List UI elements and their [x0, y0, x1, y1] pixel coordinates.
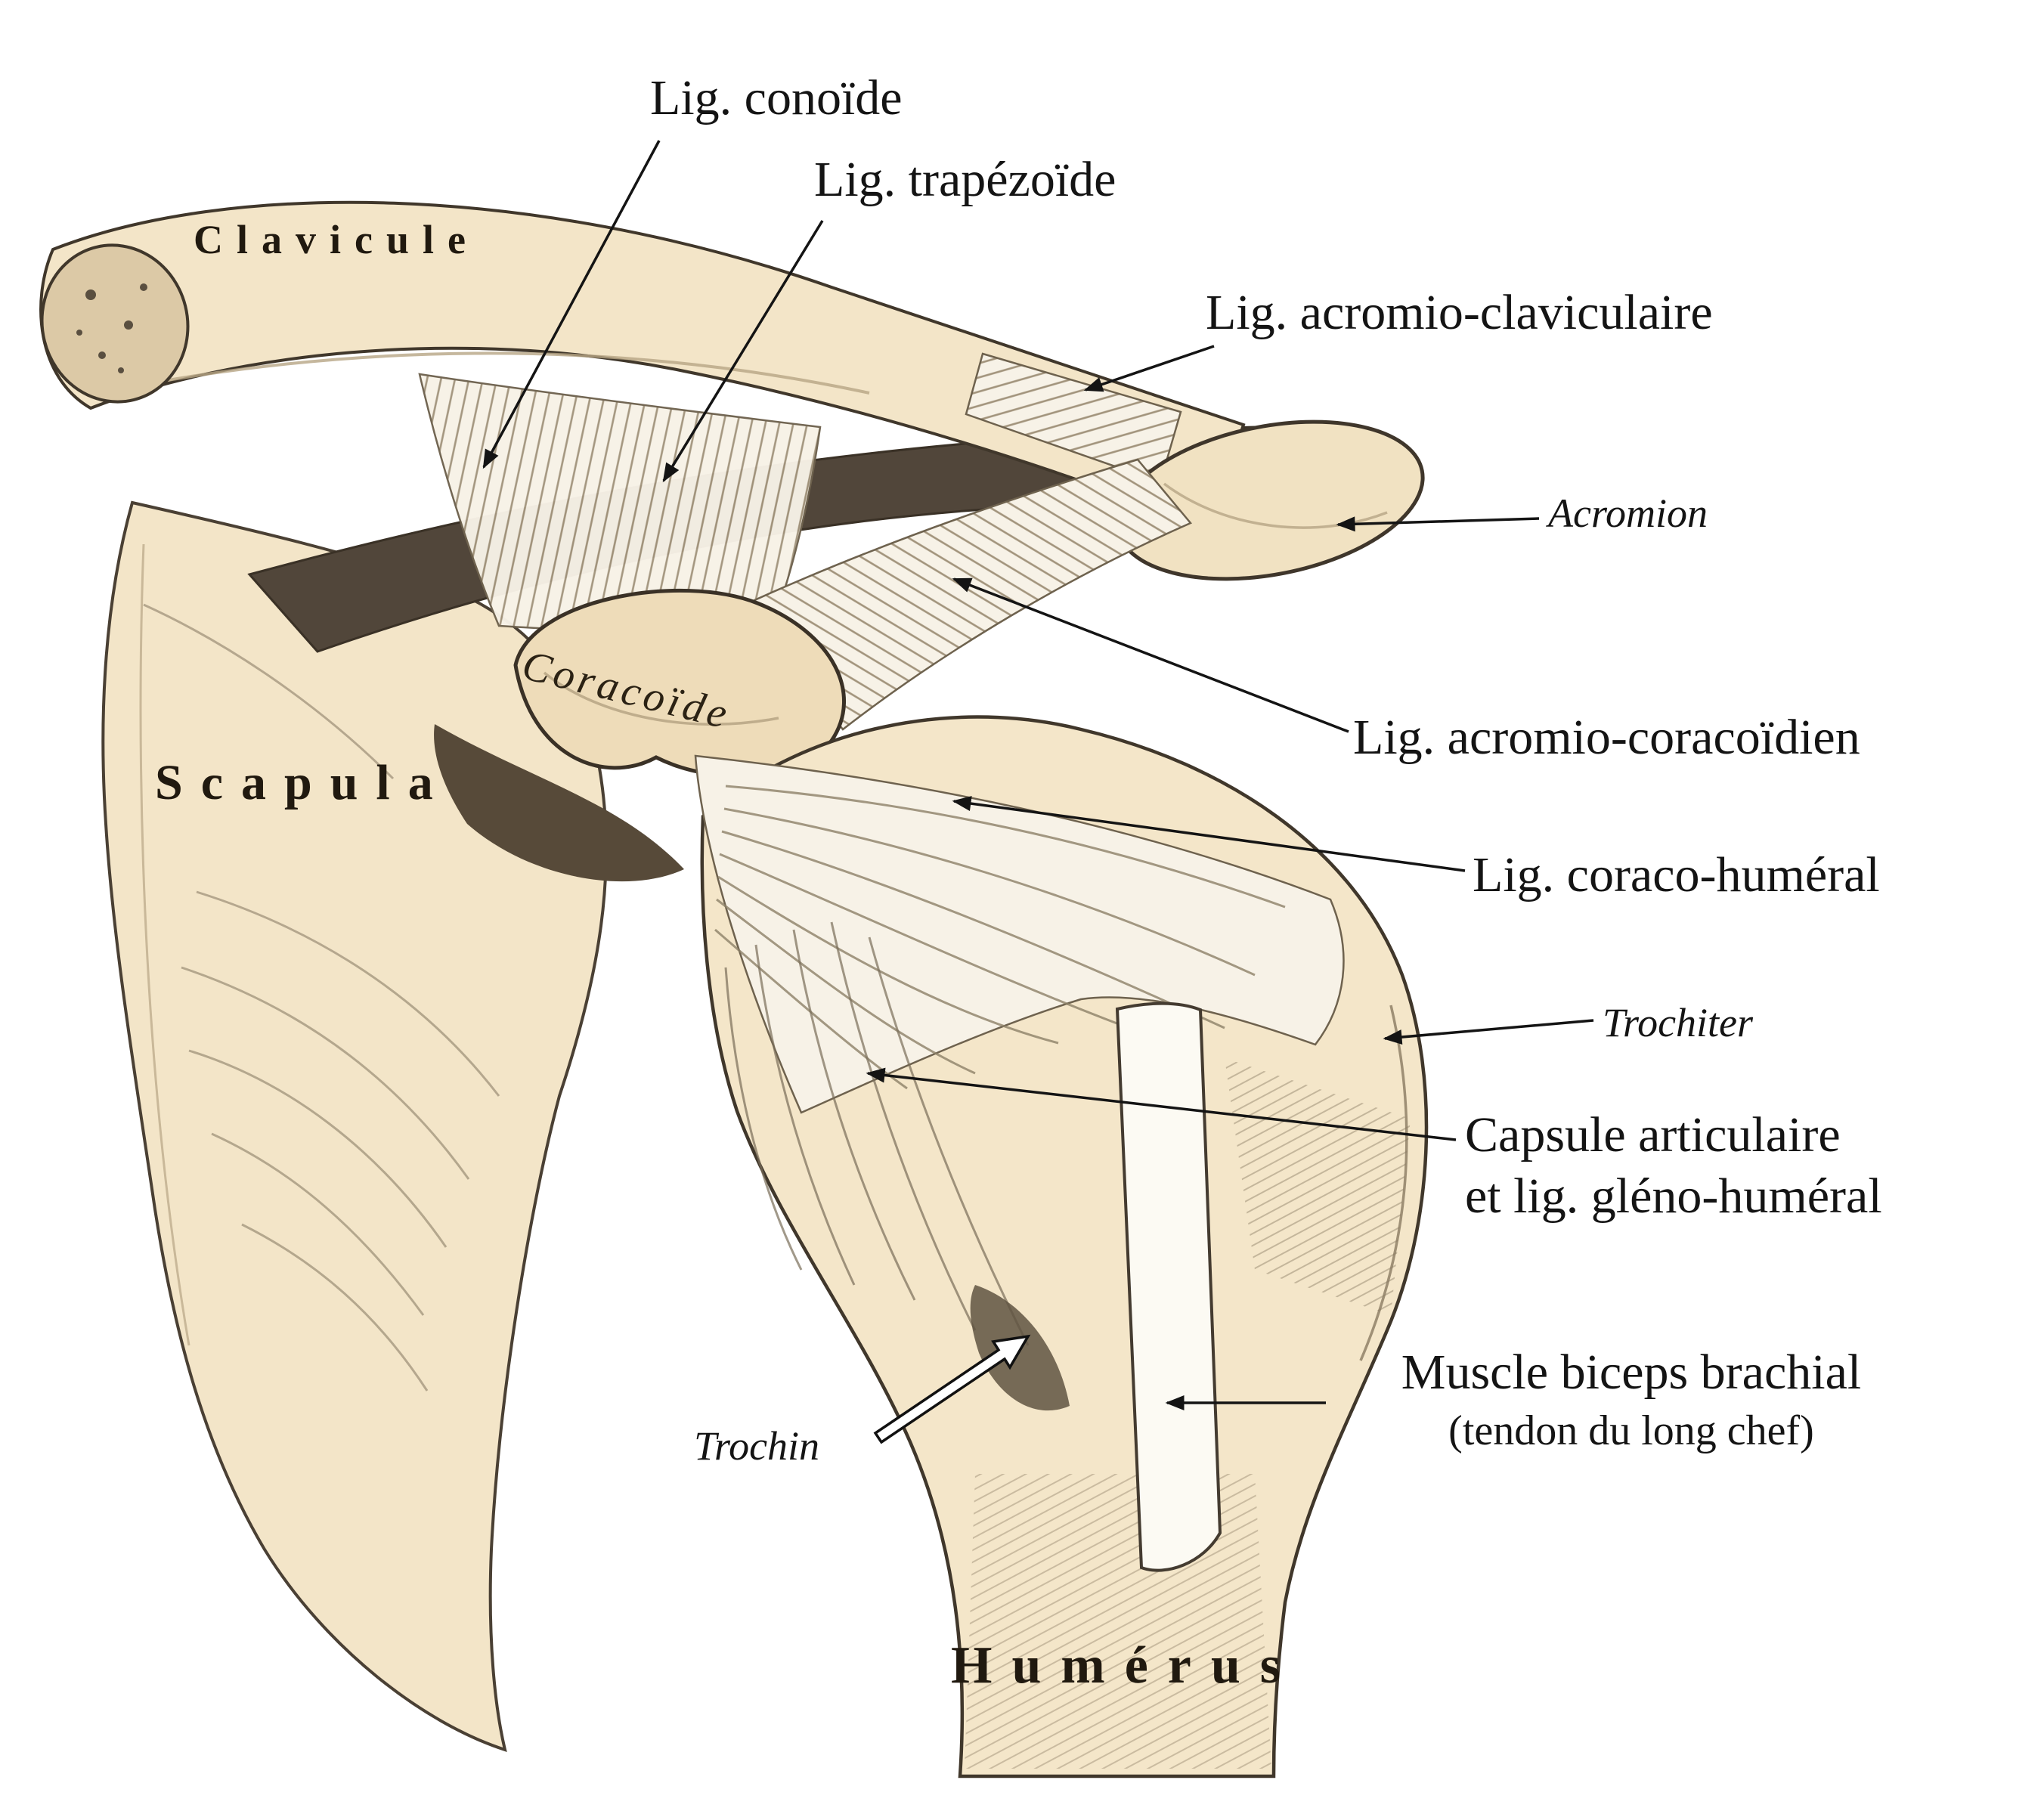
- clavicle-cut-speckles: [76, 283, 147, 373]
- clavicle-shading-line: [98, 351, 870, 395]
- scapula-medial-border-line: [139, 543, 190, 1346]
- label-lig-conoide: Lig. conoïde: [650, 70, 903, 125]
- subcoracoid-shadow: [434, 724, 684, 882]
- leader-lig-conoide: [482, 140, 661, 469]
- leader-trochiter: [1383, 1019, 1594, 1045]
- clavicle-bone: [39, 200, 1246, 531]
- label-trochin: Trochin: [694, 1423, 820, 1469]
- label-clavicule: Clavicule: [194, 217, 479, 262]
- leader-lig-trapezoide: [662, 220, 824, 483]
- clavicle-cut-end: [40, 243, 190, 404]
- label-lig-acromio-coracoidien: Lig. acromio-coracoïdien: [1353, 710, 1860, 765]
- leader-acromion: [1336, 516, 1540, 532]
- leader-lig-acromio-coracoidien: [952, 577, 1349, 733]
- label-biceps-sub: (tendon du long chef): [1448, 1407, 1814, 1454]
- coracoid-bone: [513, 588, 846, 779]
- label-humerus: Humérus: [951, 1636, 1300, 1695]
- humeral-shaft-hatching: [965, 1474, 1271, 1769]
- label-capsule: Capsule articulaire et lig. gléno-huméra…: [1465, 1105, 1882, 1227]
- trochin-arrow-icon: [873, 1334, 1031, 1444]
- leader-lines: [482, 140, 1594, 1410]
- leader-capsule: [866, 1067, 1457, 1141]
- label-biceps-main: Muscle biceps brachial: [1401, 1345, 1862, 1400]
- label-trochiter: Trochiter: [1603, 1000, 1754, 1045]
- label-scapula: Scapula: [155, 755, 451, 810]
- label-lig-trapezoide: Lig. trapézoïde: [814, 152, 1116, 207]
- leader-lig-acromio-claviculaire: [1083, 345, 1215, 392]
- label-lig-acromio-claviculaire: Lig. acromio-claviculaire: [1206, 285, 1713, 340]
- coraco-acromial-ligament: [743, 458, 1193, 731]
- label-capsule-line1: Capsule articulaire: [1465, 1107, 1841, 1162]
- label-capsule-line2: et lig. gléno-huméral: [1465, 1168, 1882, 1224]
- label-lig-coraco-humeral: Lig. coraco-huméral: [1473, 847, 1880, 902]
- trochiter-hatching: [1225, 1058, 1411, 1315]
- capsule-fiber-texture: [714, 785, 1286, 1090]
- leader-lig-coraco-humeral: [952, 796, 1466, 872]
- scapula-fossa-texture: [143, 603, 500, 1392]
- label-biceps: Muscle biceps brachial (tendon du long c…: [1329, 1345, 1934, 1454]
- label-acromion: Acromion: [1548, 491, 1708, 536]
- biceps-tendon: [1115, 1001, 1222, 1572]
- muscle-fiber-texture: [724, 921, 1030, 1346]
